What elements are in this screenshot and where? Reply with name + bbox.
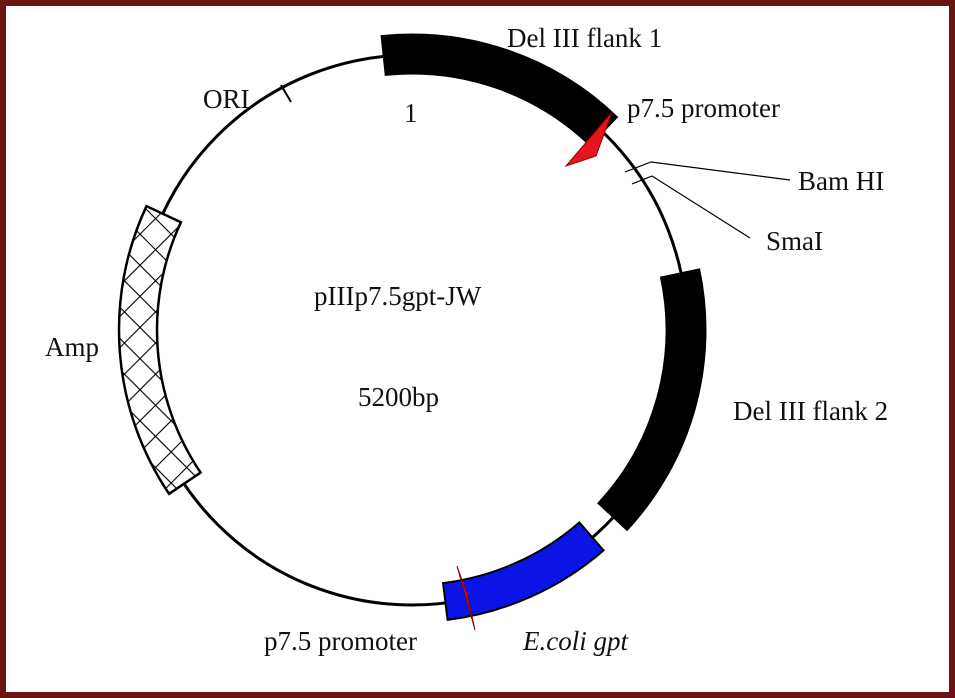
plasmid-name-label: pIIIp7.5gpt-JW bbox=[314, 281, 482, 311]
ori-label: ORI bbox=[203, 84, 250, 114]
bamhi-leader-line bbox=[624, 161, 791, 181]
ecoli-gpt-label: E.coli gpt bbox=[522, 626, 629, 656]
p75-promoter-bottom-label: p7.5 promoter bbox=[264, 626, 417, 656]
del3-flank2-segment bbox=[597, 268, 707, 532]
bamhi-label: Bam HI bbox=[798, 166, 884, 196]
position-one-label: 1 bbox=[404, 98, 418, 128]
amp-segment bbox=[117, 204, 203, 496]
smai-label: SmaI bbox=[766, 226, 823, 256]
p75-promoter-bottom-arrow bbox=[456, 565, 476, 631]
plasmid-size-label: 5200bp bbox=[358, 382, 439, 412]
ori-marker bbox=[280, 84, 292, 103]
del3-flank2-label: Del III flank 2 bbox=[733, 396, 888, 426]
del3-flank1-label: Del III flank 1 bbox=[507, 23, 662, 53]
amp-label: Amp bbox=[45, 332, 99, 362]
ecoli-gpt-segment bbox=[441, 521, 605, 621]
smai-leader-line bbox=[631, 175, 751, 239]
plasmid-backbone bbox=[135, 53, 689, 607]
del3-flank1-segment bbox=[380, 33, 619, 147]
p75-promoter-top-arrow bbox=[564, 111, 613, 168]
p75-promoter-top-label: p7.5 promoter bbox=[627, 93, 780, 123]
